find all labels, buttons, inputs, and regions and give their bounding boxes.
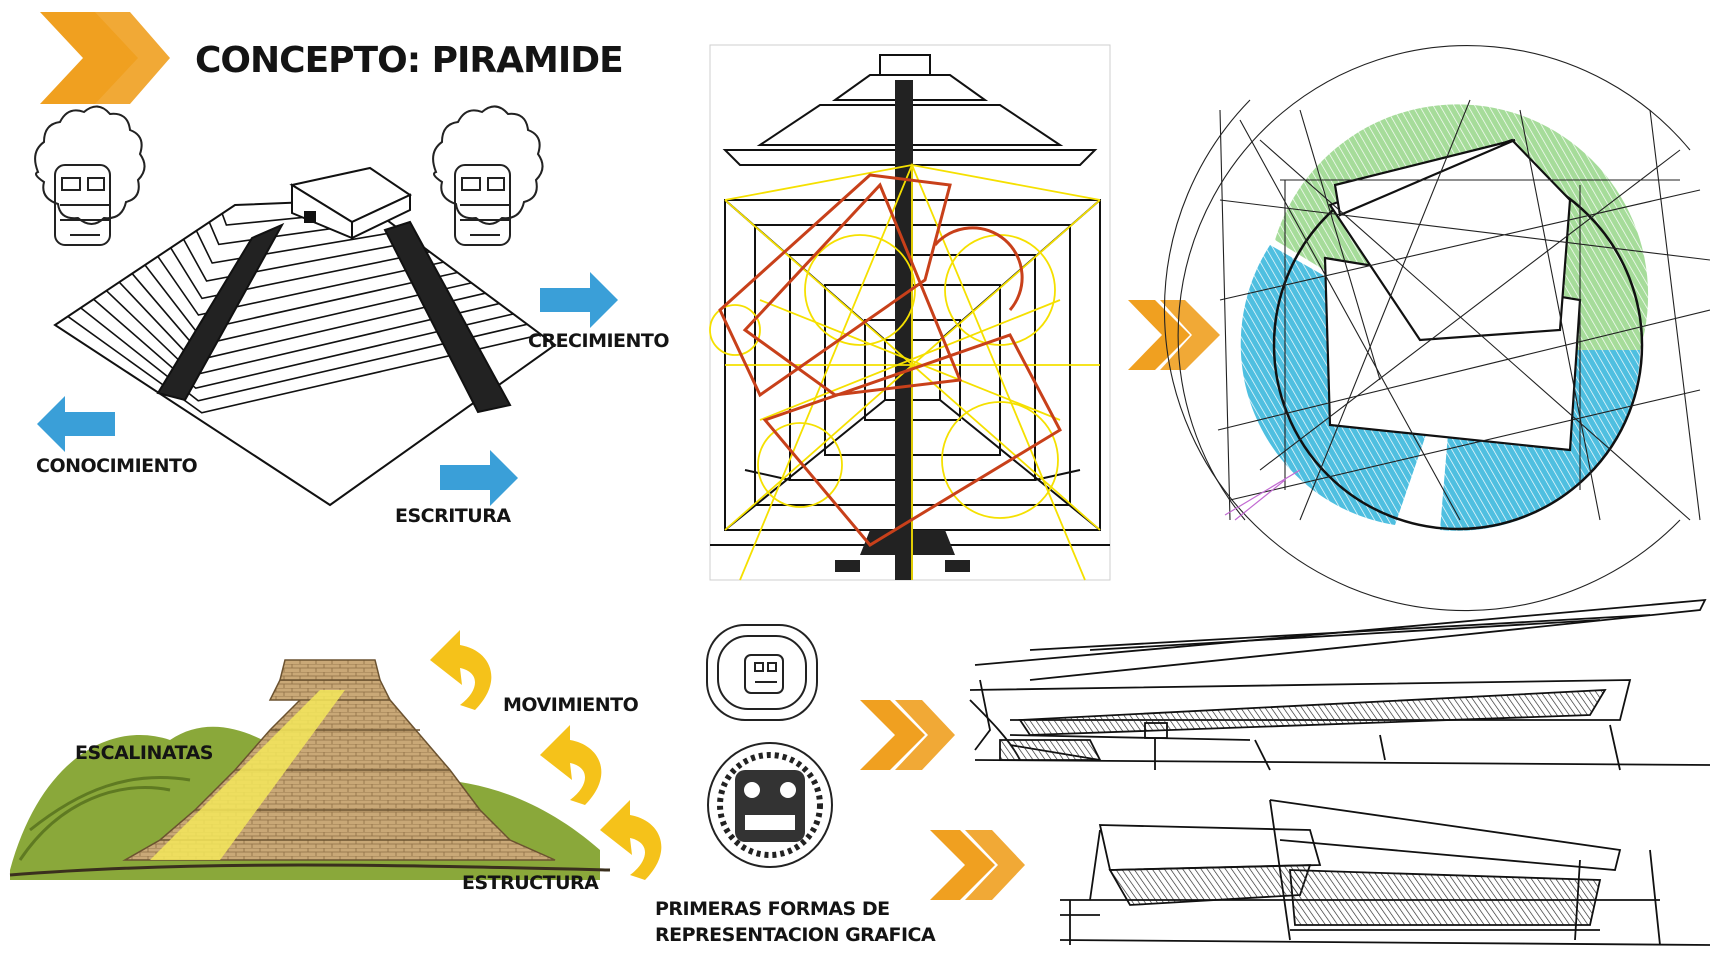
pyramid-step-line xyxy=(182,238,416,282)
label-crecimiento: CRECIMIENTO xyxy=(528,330,670,352)
glyph-drawing-top xyxy=(706,624,818,721)
arrow-icon-conocimiento xyxy=(37,396,115,452)
label-primeras-formas-line2: REPRESENTACION GRAFICA xyxy=(655,924,936,946)
arrow-icon-crecimiento xyxy=(540,272,618,328)
mayan-head-icon-left xyxy=(34,105,146,246)
arrow-icon-escritura xyxy=(440,450,518,506)
label-escritura: ESCRITURA xyxy=(395,505,511,527)
curved-arrow-icon-movimiento xyxy=(430,630,492,710)
curved-arrow-icon-estructura xyxy=(600,800,662,880)
label-movimiento: MOVIMIENTO xyxy=(503,694,639,716)
label-primeras-formas-line1: PRIMERAS FORMAS DE xyxy=(655,898,890,920)
zoning-diagram xyxy=(1163,45,1710,612)
chevron-icon-glyph xyxy=(860,700,955,770)
pyramid-step-line xyxy=(67,315,542,414)
pyramid-plan-drawing xyxy=(709,44,1111,581)
label-escalinatas: ESCALINATAS xyxy=(75,742,214,764)
building-sketch-lower xyxy=(1059,799,1710,946)
label-estructura: ESTRUCTURA xyxy=(462,872,599,894)
building-sketch-upper xyxy=(969,598,1710,771)
pyramid-step-line xyxy=(157,255,444,316)
page-title: CONCEPTO: PIRAMIDE xyxy=(195,40,624,81)
pyramid-line-drawing xyxy=(53,166,557,507)
glyph-drawing-bottom xyxy=(707,742,833,868)
chevron-icon-title xyxy=(40,12,170,104)
pyramid-step-line xyxy=(93,298,514,390)
chevron-icon-plan xyxy=(1128,300,1220,370)
mayan-head-icon-right xyxy=(432,105,544,246)
pyramid-step-line xyxy=(170,247,430,300)
label-conocimiento: CONOCIMIENTO xyxy=(36,455,198,477)
chevron-icon-sketch xyxy=(930,830,1025,900)
pyramid-textured-image xyxy=(9,659,611,880)
curved-arrow-icon-middle xyxy=(540,725,602,805)
pyramid-step-line xyxy=(195,230,402,264)
pyramid-step-line xyxy=(80,307,528,402)
